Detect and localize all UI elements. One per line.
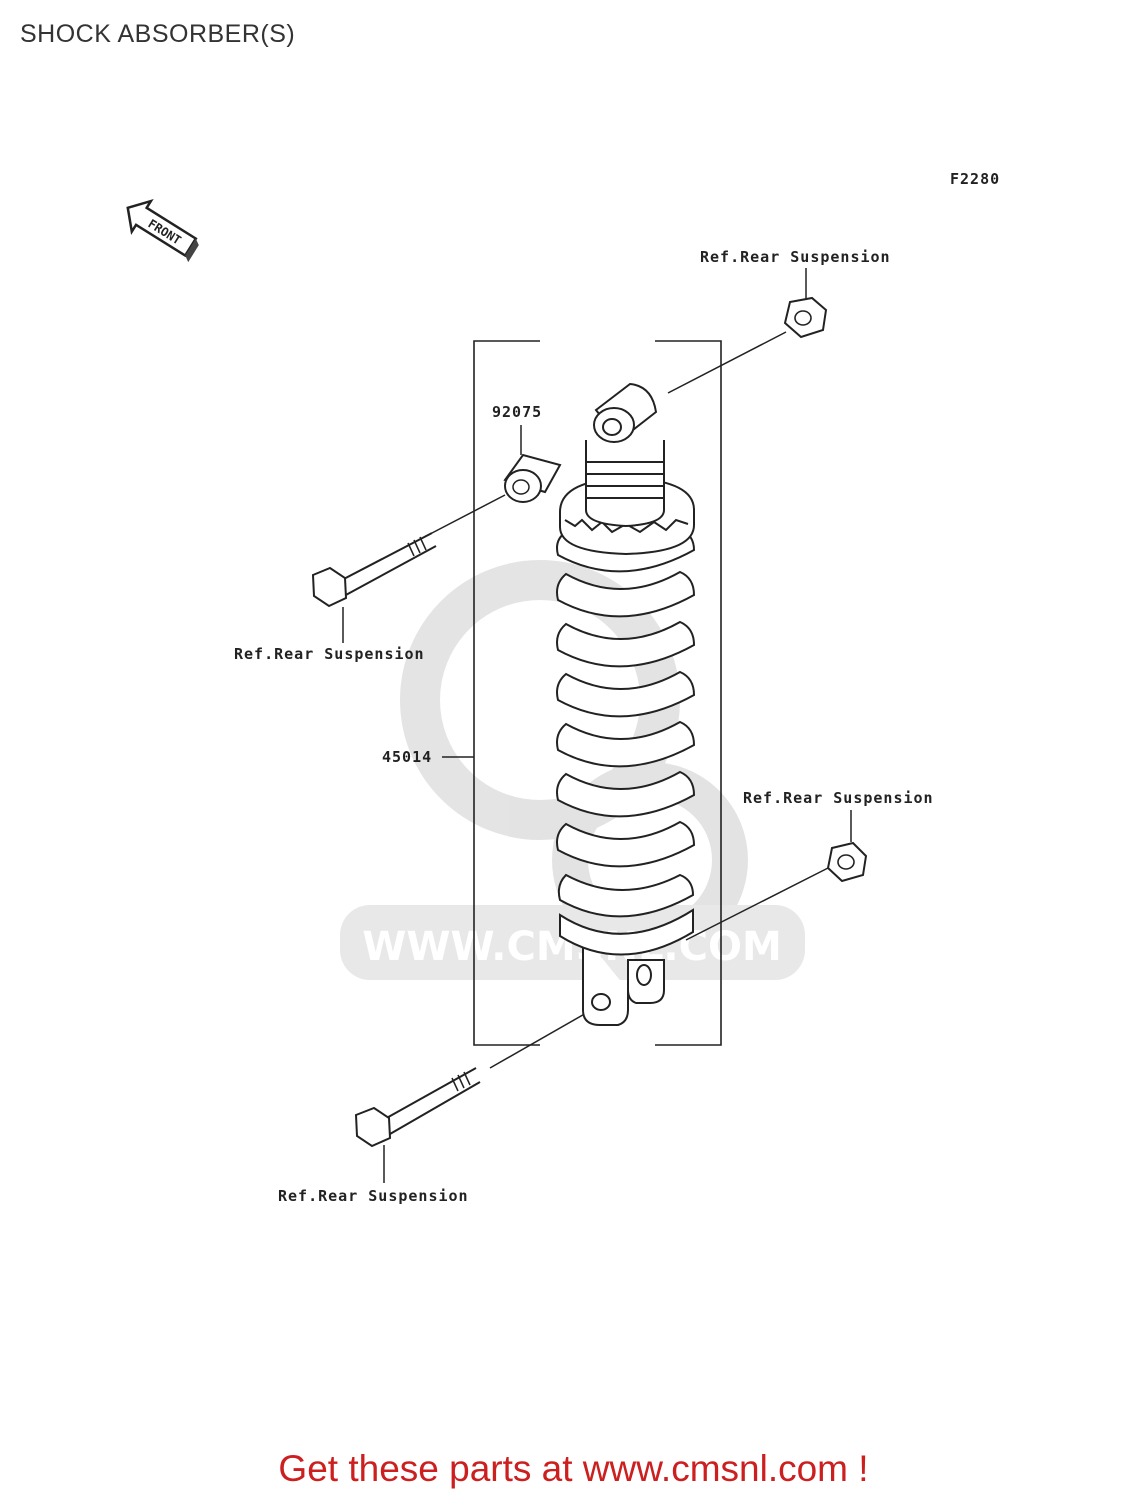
part-number-45014: 45014 — [382, 748, 432, 766]
ref-label-bottom-bolt: Ref.Rear Suspension — [278, 1187, 469, 1205]
figure-code: F2280 — [950, 170, 1000, 188]
group-bracket-right — [655, 340, 722, 1046]
top-nut-icon — [783, 296, 828, 339]
front-arrow-icon: FRONT — [126, 198, 199, 263]
lower-bolt-icon — [354, 1067, 481, 1148]
group-bracket-left — [473, 340, 540, 1046]
part-number-92075: 92075 — [492, 403, 542, 421]
spring-icon — [556, 528, 696, 918]
collar-92075-icon — [503, 453, 562, 503]
parts-diagram: WWW.CMSNL.COM F2280 FRONT Ref.Rear Suspe… — [126, 170, 1000, 1205]
page-title: SHOCK ABSORBER(S) — [20, 20, 296, 48]
ref-label-bottom-nut: Ref.Rear Suspension — [743, 789, 934, 807]
ref-label-top-nut: Ref.Rear Suspension — [700, 248, 891, 266]
promo-link[interactable]: Get these parts at www.cmsnl.com ! — [278, 1448, 869, 1489]
ref-label-top-bolt: Ref.Rear Suspension — [234, 645, 425, 663]
upper-bolt-icon — [311, 532, 437, 608]
shock-absorber-icon — [556, 382, 696, 1026]
bottom-nut-icon — [826, 841, 868, 883]
